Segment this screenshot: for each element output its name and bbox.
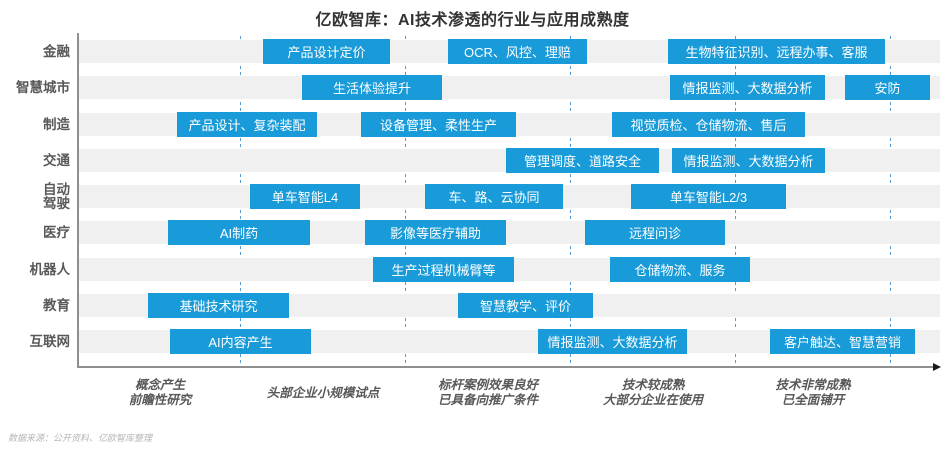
application-box: 管理调度、道路安全 bbox=[506, 148, 659, 173]
application-box: 生活体验提升 bbox=[302, 75, 442, 100]
application-box: 设备管理、柔性生产 bbox=[361, 112, 516, 137]
application-box: 车、路、云协同 bbox=[425, 184, 563, 209]
industry-label: 互联网 bbox=[29, 333, 71, 349]
industry-label: 交通 bbox=[43, 152, 70, 168]
industry-label: 智慧城市 bbox=[16, 79, 70, 95]
stage-label-line: 技术非常成熟 bbox=[775, 378, 851, 392]
application-box: AI制药 bbox=[168, 220, 310, 245]
stage-label-line: 已具备向推广条件 bbox=[437, 393, 538, 407]
application-box: 情报监测、大数据分析 bbox=[538, 329, 687, 354]
industry-label: 医疗 bbox=[43, 224, 70, 240]
application-box: 产品设计定价 bbox=[263, 39, 390, 64]
application-box: 智慧教学、评价 bbox=[458, 293, 593, 318]
application-box: 生物特征识别、远程办事、客服 bbox=[668, 39, 885, 64]
application-box: 单车智能L2/3 bbox=[631, 184, 786, 209]
stage-label-line: 头部企业小规模试点 bbox=[266, 385, 380, 400]
application-box: 客户触达、智慧营销 bbox=[770, 329, 915, 354]
stage-label-line: 大部分企业在使用 bbox=[602, 393, 703, 407]
chart-title: 亿欧智库：AI技术渗透的行业与应用成熟度 bbox=[315, 12, 630, 29]
stage-label: 头部企业小规模试点 bbox=[233, 375, 413, 411]
x-axis-line bbox=[77, 366, 933, 368]
stage-label: 技术较成熟大部分企业在使用 bbox=[563, 375, 743, 411]
application-box: 生产过程机械臂等 bbox=[373, 257, 514, 282]
industry-label: 教育 bbox=[43, 297, 70, 313]
stage-label-line: 已全面铺开 bbox=[781, 393, 845, 407]
application-box: 远程问诊 bbox=[585, 220, 725, 245]
stage-label: 概念产生前瞻性研究 bbox=[70, 375, 250, 411]
application-box: 视觉质检、仓储物流、售后 bbox=[612, 112, 805, 137]
application-box: 产品设计、复杂装配 bbox=[177, 112, 317, 137]
stage-label-line: 前瞻性研究 bbox=[128, 393, 192, 407]
stage-label-line: 技术较成熟 bbox=[621, 378, 685, 392]
stage-label: 标杆案例效果良好已具备向推广条件 bbox=[398, 375, 578, 411]
industry-label: 金融 bbox=[43, 43, 70, 59]
industry-label: 制造 bbox=[43, 116, 70, 132]
industry-label: 机器人 bbox=[29, 261, 71, 277]
data-source-note: 数据来源：公开资料、亿欧智库整理 bbox=[8, 433, 153, 443]
application-box: 单车智能L4 bbox=[250, 184, 360, 209]
application-box: 仓储物流、服务 bbox=[610, 257, 750, 282]
application-box: 安防 bbox=[845, 75, 930, 100]
application-box: 情报监测、大数据分析 bbox=[670, 75, 825, 100]
y-axis-line bbox=[77, 33, 79, 368]
application-box: 影像等医疗辅助 bbox=[365, 220, 506, 245]
application-box: 情报监测、大数据分析 bbox=[672, 148, 825, 173]
application-box: 基础技术研究 bbox=[148, 293, 289, 318]
application-box: OCR、风控、理赔 bbox=[448, 39, 587, 64]
stage-label-line: 标杆案例效果良好 bbox=[437, 378, 538, 392]
application-box: AI内容产生 bbox=[170, 329, 311, 354]
arrow-right-icon bbox=[933, 363, 941, 371]
stage-label-line: 概念产生 bbox=[134, 378, 185, 392]
industry-label: 自动 驾驶 bbox=[43, 181, 70, 211]
stage-label: 技术非常成熟已全面铺开 bbox=[723, 375, 903, 411]
